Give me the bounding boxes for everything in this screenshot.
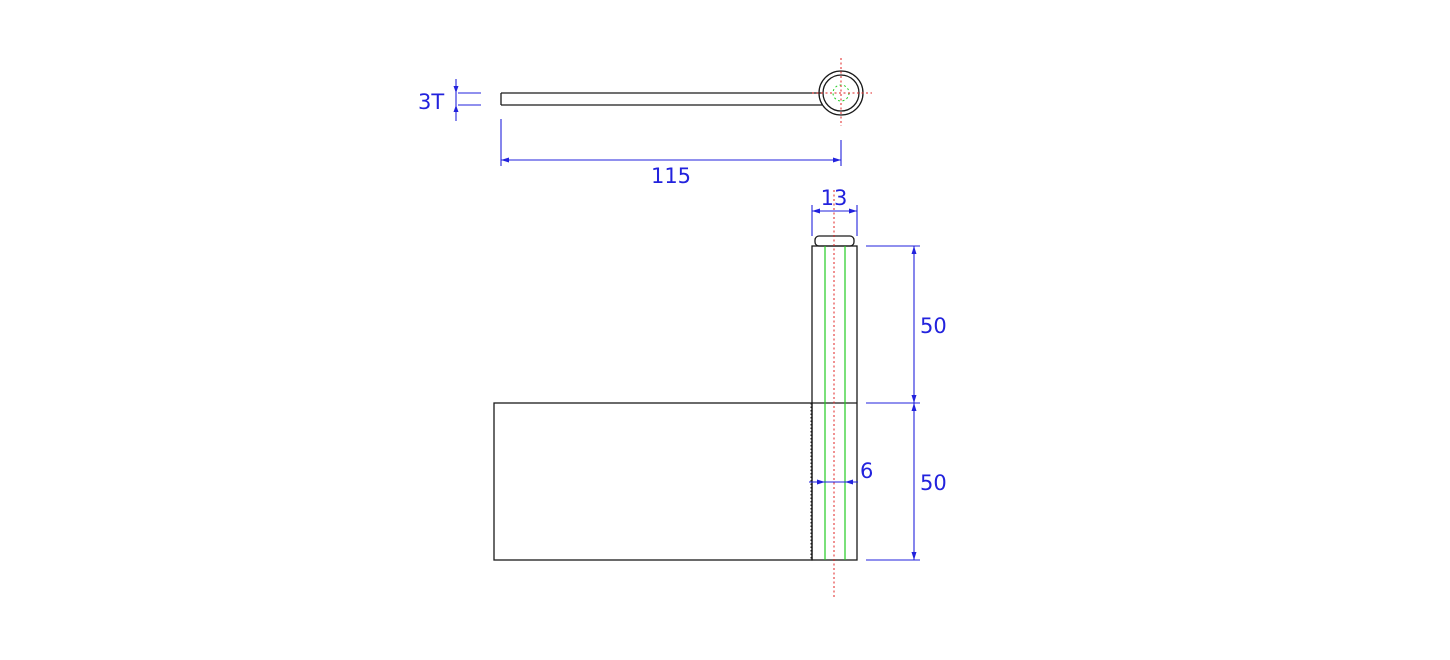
- leaf-outline: [493, 402, 813, 561]
- pin-diameter-dimension: 6: [809, 459, 873, 485]
- knuckle-width-dimension: 13: [811, 186, 858, 236]
- upper-height-label: 50: [920, 314, 947, 338]
- pin-diameter-label: 6: [860, 459, 873, 483]
- length-label: 115: [651, 164, 691, 188]
- height-dimensions: 50 50: [866, 245, 947, 561]
- front-view: 13 6 50 50: [493, 186, 947, 598]
- leaf-side-outline: [500, 92, 822, 106]
- thickness-label: 3T: [418, 90, 444, 114]
- thickness-dimension: 3T: [418, 79, 481, 121]
- lower-height-label: 50: [920, 471, 947, 495]
- knuckle-width-label: 13: [821, 186, 848, 210]
- length-dimension: 115: [500, 119, 842, 188]
- top-view: 3T 115: [418, 58, 872, 188]
